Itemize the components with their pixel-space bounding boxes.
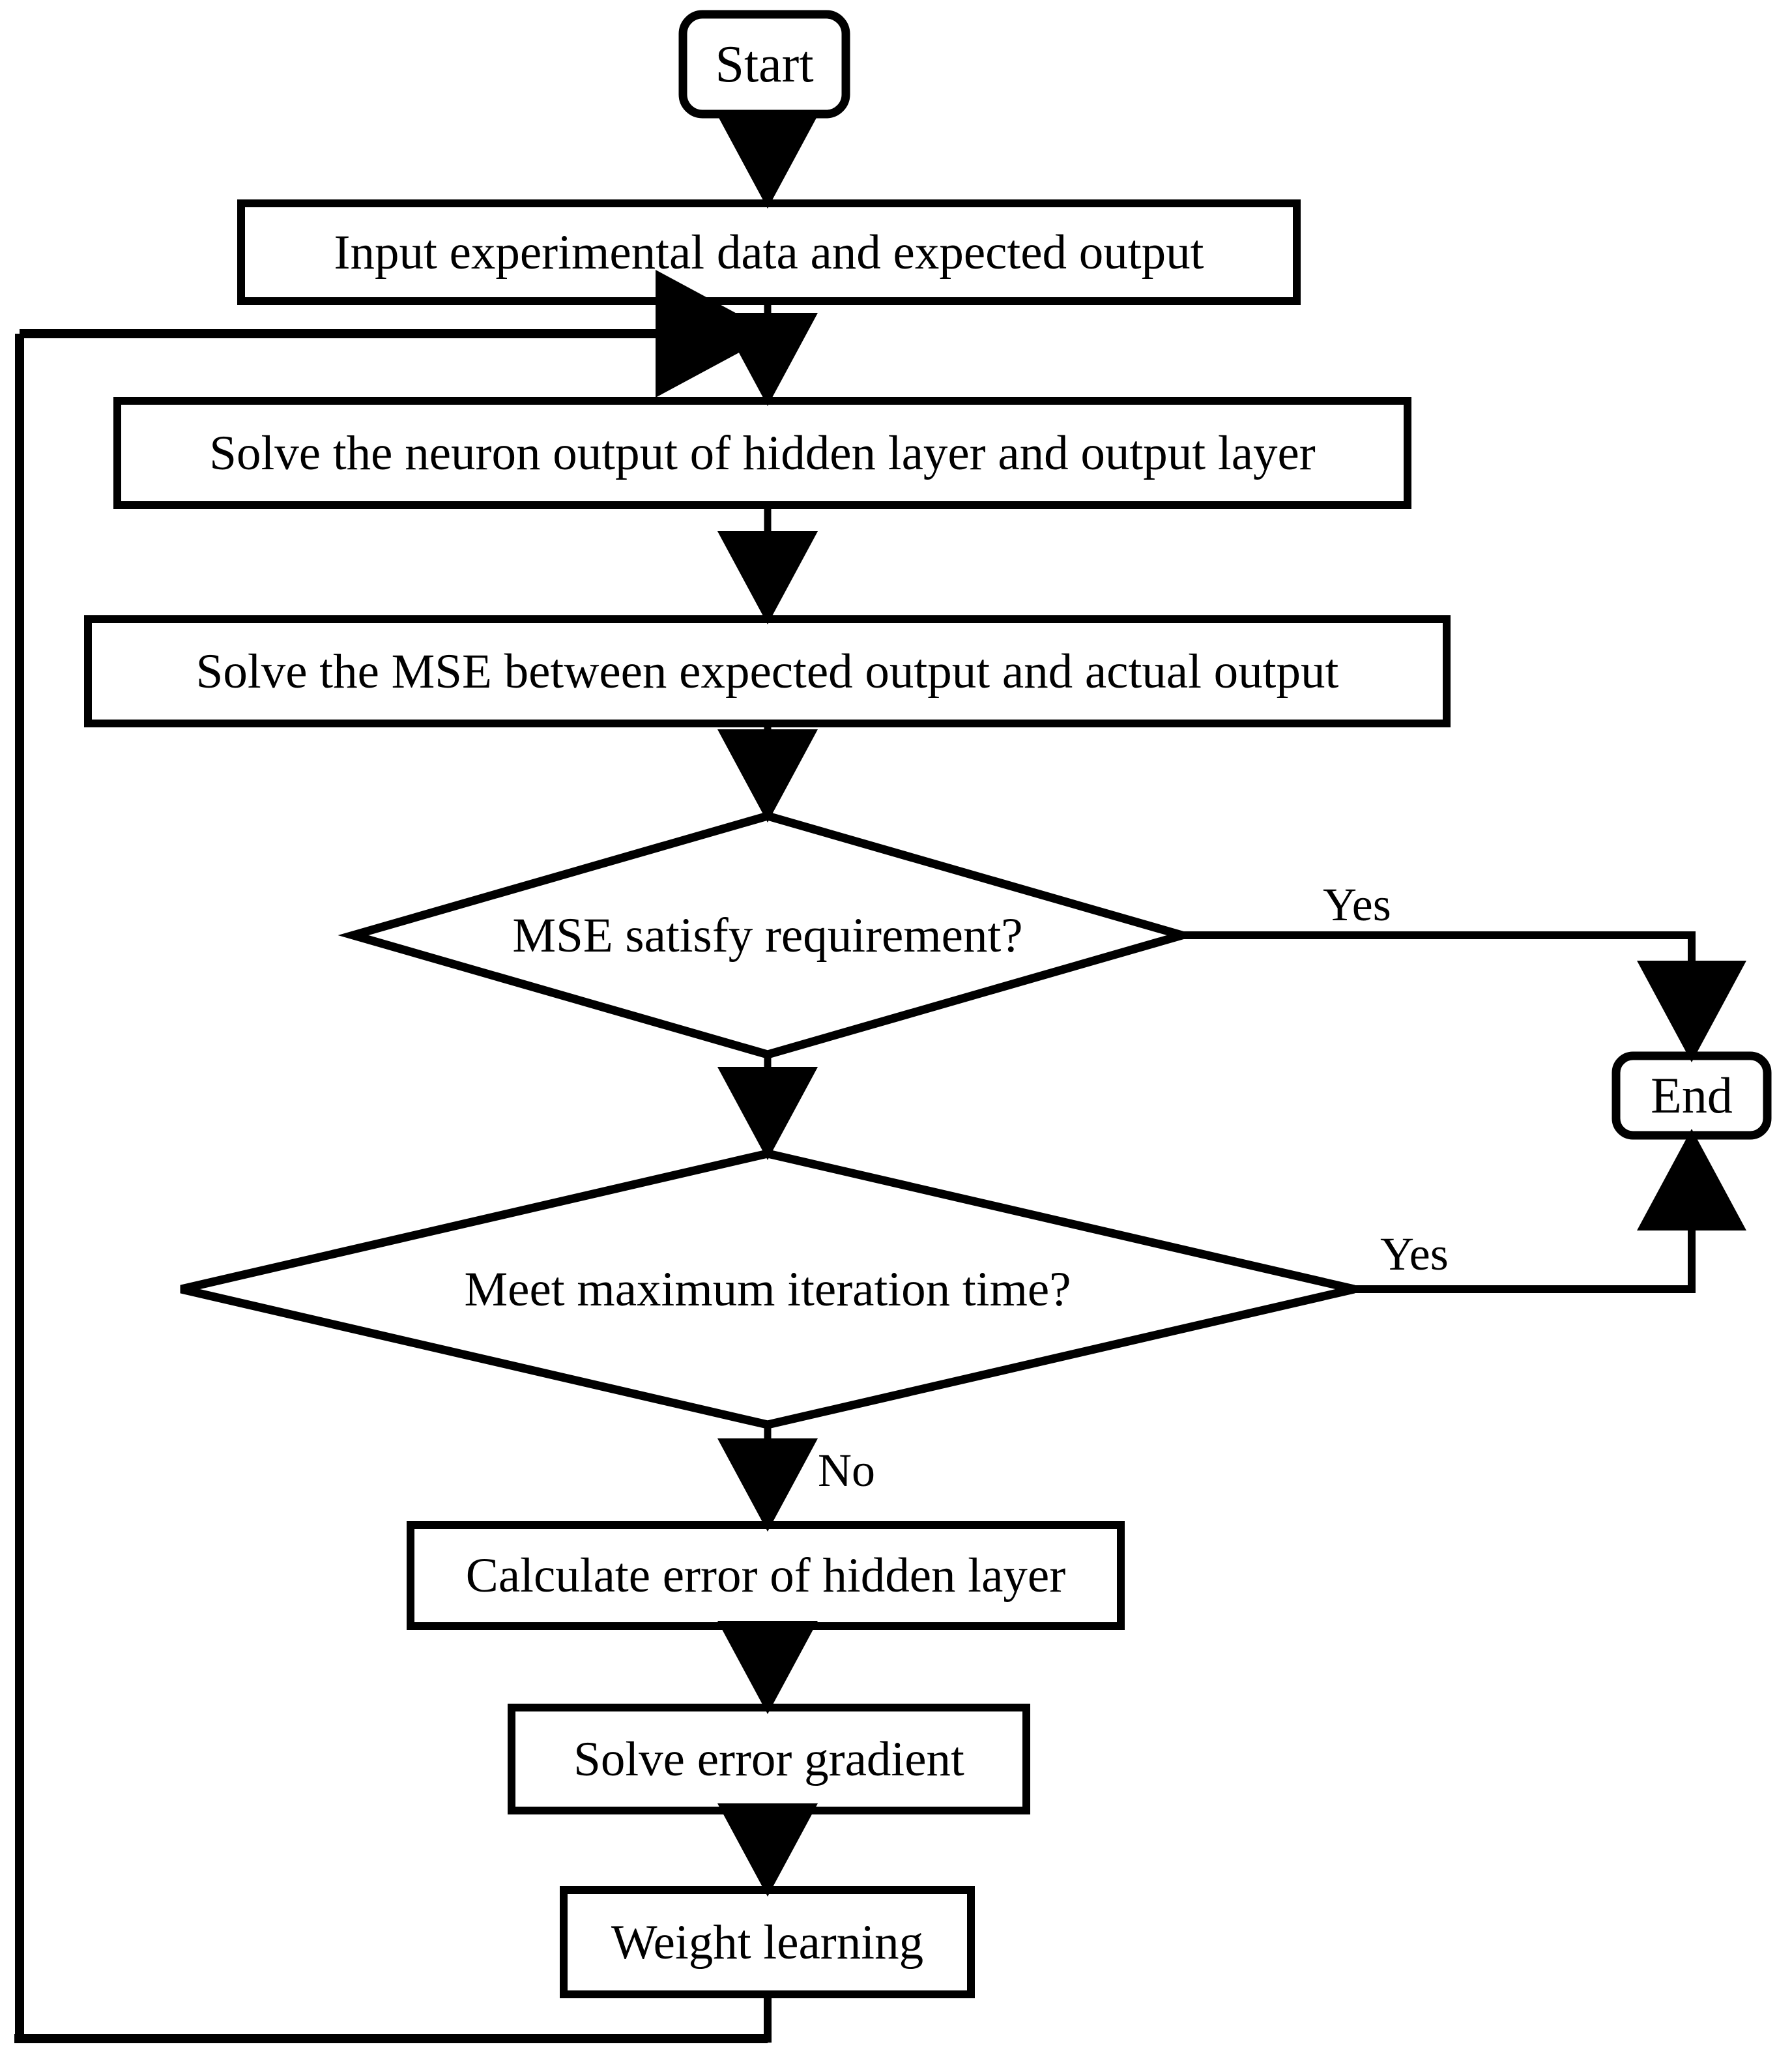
edge-label-iteration-yes: Yes [1380, 1228, 1449, 1280]
node-mse-decision-shape [338, 811, 1198, 1059]
node-solve-gradient-shape [508, 1704, 1030, 1814]
edge-label-iteration-no: No [818, 1444, 875, 1496]
edge-mse-yes-to-end [1182, 931, 1746, 1062]
edge-iteration-yes-to-end [1354, 1129, 1746, 1293]
node-input-data-shape [237, 199, 1301, 305]
node-start-shape [678, 10, 850, 119]
node-solve-neuron-output-shape [113, 397, 1411, 509]
edge-label-mse-yes: Yes [1323, 879, 1391, 931]
node-end-shape [1611, 1051, 1772, 1140]
node-calculate-error-shape [407, 1521, 1125, 1630]
node-solve-mse-shape [84, 615, 1451, 727]
node-weight-learning-shape [560, 1886, 975, 1998]
node-iteration-decision-shape [180, 1149, 1355, 1429]
